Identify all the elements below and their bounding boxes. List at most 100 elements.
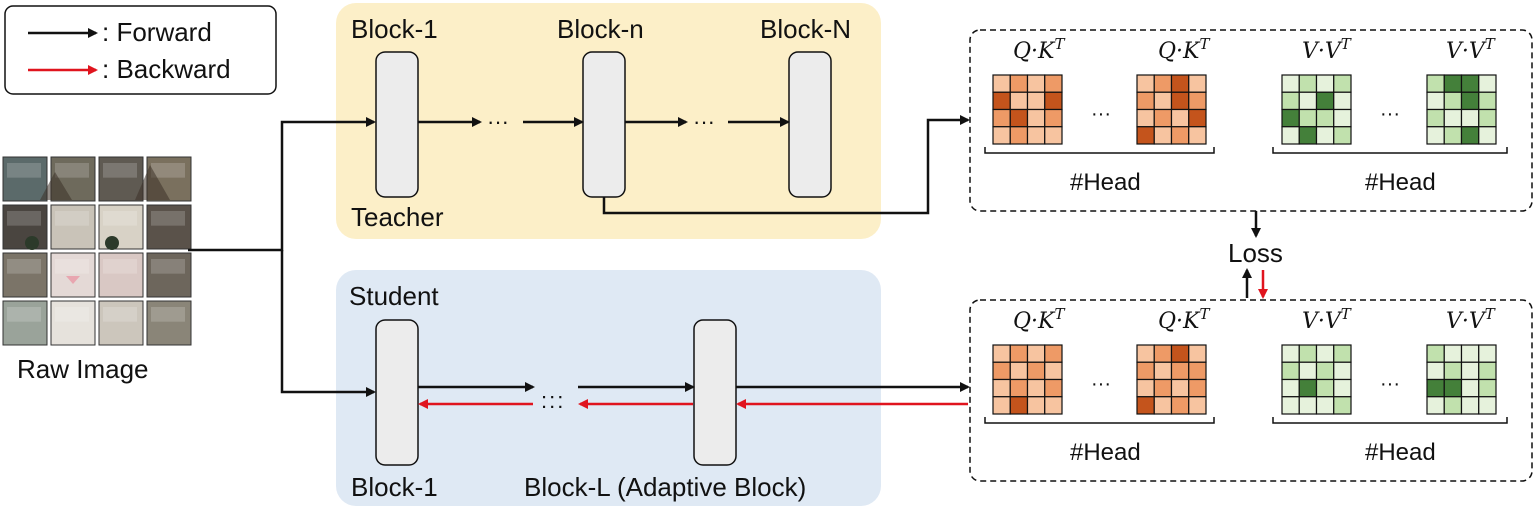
teacher-qk-map-2-cell — [1170, 126, 1190, 145]
student-qk-map-2-cell — [1153, 378, 1173, 398]
student-ellipsis: ::: — [541, 388, 565, 413]
teacher-qk-map-2-cell — [1153, 108, 1173, 128]
teacher-qk-map-1-cell — [992, 126, 1011, 145]
student-vv-map-1-cell — [1315, 344, 1335, 363]
teacher-qk-map-1-cell — [992, 91, 1011, 111]
teacher-vv-map-2-cell — [1478, 74, 1497, 93]
teacher-vv-head-label: #Head — [1365, 169, 1436, 196]
student-qk-map-1-cell — [1026, 344, 1046, 363]
cat-ear — [40, 172, 72, 200]
legend: : Forward : Backward — [4, 5, 277, 95]
teacher-qk-map-2-cell — [1136, 108, 1155, 128]
teacher-qk-map-1-cell — [1009, 108, 1029, 128]
loss-label: Loss — [1228, 238, 1283, 268]
cat-eye — [25, 236, 39, 250]
image-patch — [98, 252, 144, 298]
teacher-qk-map-2-cell — [1153, 126, 1173, 145]
student-vv-map-1-cell — [1298, 378, 1318, 398]
teacher-vv-map-2-cell — [1426, 108, 1445, 128]
image-patch-highlight — [7, 307, 41, 322]
image-patch — [50, 300, 96, 346]
teacher-vv-map-1-cell — [1281, 126, 1300, 145]
student-qk-map-1-cell — [1009, 344, 1029, 363]
teacher-vv-map-2-cell — [1443, 108, 1463, 128]
teacher-vv-map-2-cell — [1460, 91, 1480, 111]
student-qk-map-1-cell — [1009, 378, 1029, 398]
teacher-label: Teacher — [351, 202, 444, 232]
image-patch — [50, 252, 96, 298]
raw-image-label: Raw Image — [17, 354, 149, 384]
teacher-vv-map-1-cell — [1298, 91, 1318, 111]
image-patch-highlight — [151, 259, 185, 274]
student-vv-map-2-cell — [1460, 361, 1480, 381]
student-vv-map-2-cell — [1478, 396, 1497, 415]
teacher-vv-map-1-cell — [1333, 91, 1352, 111]
teacher-attention-box — [969, 29, 1533, 212]
image-patch — [98, 300, 144, 346]
student-qk-map-1-cell — [992, 396, 1011, 415]
image-patch-highlight — [7, 259, 41, 274]
student-vv-map-1-cell — [1315, 378, 1335, 398]
teacher-qk-map-1-cell — [1044, 91, 1063, 111]
teacher-qk-map-2-cell — [1170, 74, 1190, 93]
image-patch-highlight — [55, 259, 89, 274]
image-patch — [98, 156, 144, 202]
teacher-block-1-label: Block-1 — [351, 14, 438, 44]
teacher-block-1 — [375, 51, 419, 198]
teacher-vv-map-1-cell — [1333, 126, 1352, 145]
student-qk-map-1-cell — [1026, 396, 1046, 415]
teacher-vv-map-1-cell — [1298, 108, 1318, 128]
image-patch-highlight — [7, 163, 41, 178]
student-qk-map-2-cell — [1188, 396, 1207, 415]
student-vv-map-1-cell — [1333, 396, 1352, 415]
student-qk-brace — [984, 417, 1215, 424]
image-patch-highlight — [103, 307, 137, 322]
teacher-block-N — [788, 51, 832, 198]
teacher-qk-map-2-cell — [1188, 74, 1207, 93]
image-patch — [50, 204, 96, 250]
image-patch-highlight — [55, 211, 89, 226]
student-qk-map-2-cell — [1188, 344, 1207, 363]
student-vv-brace — [1272, 417, 1508, 424]
student-qk-map-2-cell — [1170, 361, 1190, 381]
teacher-qk-map-1-cell — [1026, 74, 1046, 93]
student-qk-map-1-cell — [1026, 378, 1046, 398]
teacher-vv-map-1-cell — [1315, 108, 1335, 128]
raw-image — [2, 156, 192, 346]
teacher-to-attention-arrow — [602, 115, 970, 215]
teacher-vv-map-2-cell — [1443, 91, 1463, 111]
cat-eye — [105, 236, 119, 250]
image-patch — [146, 252, 192, 298]
student-vv-map-1-cell — [1333, 344, 1352, 363]
legend-forward-label: : Forward — [102, 17, 212, 47]
teacher-vv-map-2-cell — [1460, 108, 1480, 128]
student-vv-map-1-cell — [1281, 361, 1300, 381]
student-qk-head-label: #Head — [1070, 439, 1141, 466]
teacher-vv-map-1-cell — [1298, 126, 1318, 145]
student-vv-map-1-cell — [1281, 344, 1300, 363]
image-patch — [146, 204, 192, 250]
teacher-vv-dots: ··· — [1380, 103, 1400, 125]
legend-box — [4, 5, 277, 95]
teacher-qk-map-2-cell — [1136, 126, 1155, 145]
student-qk-map-2-cell — [1136, 378, 1155, 398]
student-vv-map-2-cell — [1478, 344, 1497, 363]
student-vv-map-2-cell — [1443, 396, 1463, 415]
legend-backward-label: : Backward — [102, 54, 231, 84]
student-vv-map-2-cell — [1478, 378, 1497, 398]
teacher-qk-dots: ··· — [1091, 103, 1111, 125]
student-vv-head-label: #Head — [1365, 439, 1436, 466]
teacher-qk-map-2-cell — [1153, 91, 1173, 111]
student-qk-map-2-cell — [1153, 396, 1173, 415]
student-qk-map-1-cell — [992, 361, 1011, 381]
student-vv-map-1-cell — [1298, 361, 1318, 381]
teacher-qk-map-1-cell — [992, 74, 1011, 93]
teacher-qk-map-2-cell — [1188, 126, 1207, 145]
teacher-qk-map-2-cell — [1136, 74, 1155, 93]
image-patch-highlight — [103, 163, 137, 178]
teacher-vv-map-1-cell — [1315, 126, 1335, 145]
teacher-vv-map-2-cell — [1478, 108, 1497, 128]
teacher-vv-map-2-cell — [1426, 74, 1445, 93]
